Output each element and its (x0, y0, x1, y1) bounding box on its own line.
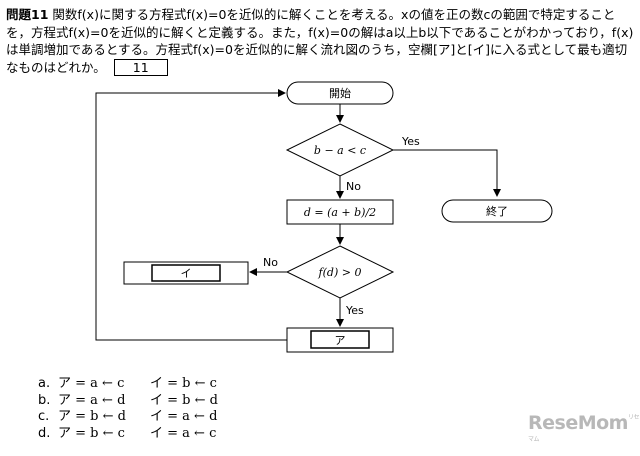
process-box (286, 199, 394, 225)
no-label-1: No (346, 180, 361, 193)
choice-i-expr: イ = a ← c (150, 425, 217, 441)
question-number: 問題11 (6, 7, 49, 22)
end-label: 終了 (486, 204, 508, 218)
choice-list: a. ア = a ← c イ = b ← c b. ア = a ← d イ = b ← … (38, 376, 218, 442)
choice-i-expr: イ = b ← d (150, 392, 218, 408)
choice-letter: c. (38, 409, 50, 424)
yes-label-1: Yes (401, 135, 420, 148)
logo-small: リセマム (528, 414, 640, 443)
blank-i-label: イ (181, 267, 192, 280)
choice-a[interactable]: a. ア = a ← c イ = b ← c (38, 376, 218, 393)
logo-main: ReseMom (528, 412, 628, 434)
choice-letter: b. (38, 392, 51, 408)
choice-letter: a. (38, 376, 51, 391)
choice-d[interactable]: d. ア = b ← c イ = a ← c (38, 426, 218, 443)
choice-a-expr: ア = b ← d (58, 409, 126, 424)
yes-label-2: Yes (345, 304, 364, 317)
choice-a-expr: ア = b ← c (58, 425, 125, 441)
choice-i-expr: イ = a ← d (150, 409, 218, 424)
blank-i-inner (151, 264, 221, 282)
process-label: d = (a + b)/2 (304, 206, 376, 219)
loop-line (95, 89, 287, 341)
question-block: 問題11 関数f(x)に関する方程式f(x)=0を近似的に解くことを考える。xの… (6, 6, 634, 76)
decision-1-label: b − a < c (314, 144, 366, 157)
no-label-2: No (263, 256, 278, 269)
choice-letter: d. (38, 425, 51, 441)
resemom-logo: ReseMomリセマム (528, 412, 640, 456)
question-text: 関数f(x)に関する方程式f(x)=0を近似的に解くことを考える。xの値を正の数… (6, 7, 634, 75)
start-label: 開始 (329, 86, 351, 100)
answer-box[interactable]: 11 (113, 58, 168, 76)
blank-a-label: ア (335, 334, 346, 347)
blank-a-inner (310, 330, 370, 349)
choice-b[interactable]: b. ア = a ← d イ = b ← d (38, 393, 218, 410)
end-terminal (441, 199, 553, 223)
choice-a-expr: ア = a ← c (58, 376, 125, 391)
choice-a-expr: ア = a ← d (58, 392, 126, 408)
choice-i-expr: イ = b ← c (150, 376, 217, 391)
choice-c[interactable]: c. ア = b ← d イ = a ← d (38, 409, 218, 426)
decision-2-label: f(d) > 0 (318, 266, 362, 279)
arrow-yes-end (393, 149, 501, 197)
